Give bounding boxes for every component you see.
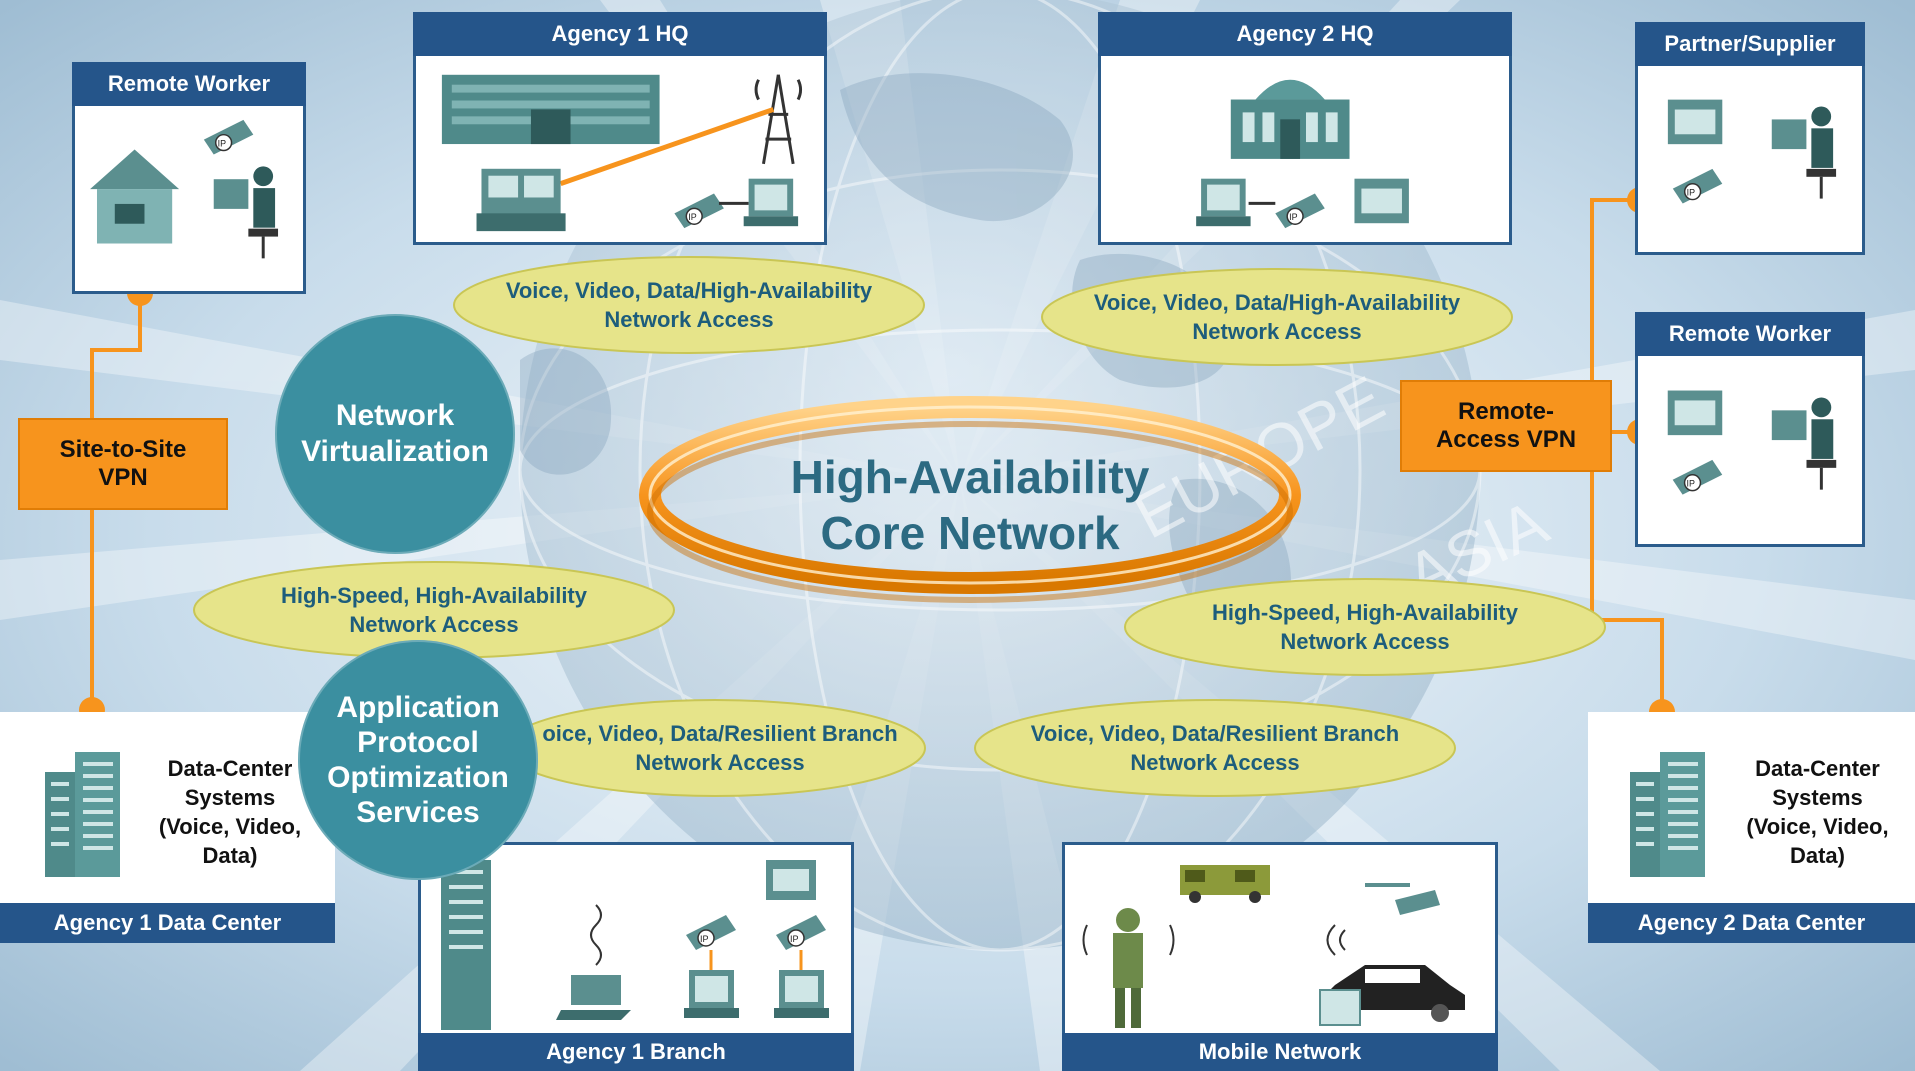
- mobile-network-panel: Mobile Network: [1062, 842, 1498, 1071]
- site-to-site-vpn-box: Site-to-Site VPN: [18, 418, 228, 510]
- ip-phone-icon: IP: [203, 119, 254, 155]
- agency1-branch-title: Agency 1 Branch: [418, 1033, 854, 1071]
- remote-access-vpn-box: Remote- Access VPN: [1400, 380, 1612, 472]
- ip-phone-icon: IP: [1275, 193, 1325, 229]
- cell-tower-icon: [754, 74, 803, 165]
- access-label-highspeed-left: High-Speed, High-Availability Network Ac…: [281, 583, 587, 637]
- agency1-dc-building-icon: [45, 752, 120, 877]
- worker-at-computer-icon: [1771, 397, 1837, 490]
- house-icon: [90, 149, 180, 244]
- core-network-label: High-Availability Core Network: [790, 451, 1150, 559]
- ip-phone-icon: IP: [686, 915, 736, 950]
- network-virtualization-circle: Network Virtualization: [275, 314, 515, 554]
- agency2-hq-panel: Agency 2 HQ IP: [1098, 12, 1512, 245]
- agency2-hq-title: Agency 2 HQ: [1098, 12, 1512, 56]
- app-optimization-circle: Application Protocol Optimization Servic…: [298, 640, 538, 880]
- remote-worker-right-title: Remote Worker: [1635, 312, 1865, 356]
- tower-building-icon: [441, 860, 491, 1030]
- mobile-network-illustration: [1082, 865, 1465, 1028]
- access-label-highspeed-right: High-Speed, High-Availability Network Ac…: [1212, 600, 1518, 654]
- remote-worker-right-illustration: IP: [1667, 390, 1837, 495]
- worker-at-computer-icon: [213, 166, 279, 259]
- agency2-hq-illustration: IP: [1196, 79, 1409, 229]
- agency1-hq-illustration: IP: [441, 74, 803, 232]
- server-icon: [1354, 178, 1409, 224]
- svg-text:IP: IP: [1687, 479, 1695, 489]
- ip-phone-icon: IP: [1672, 168, 1723, 204]
- partner-supplier-illustration: IP: [1667, 99, 1837, 204]
- agency1-hq-panel: Agency 1 HQ: [413, 12, 827, 245]
- svg-text:IP: IP: [700, 934, 709, 944]
- server-icon: [1667, 99, 1723, 145]
- agency2-dc-title: Agency 2 Data Center: [1588, 903, 1915, 943]
- ip-phone-icon: IP: [674, 193, 724, 229]
- remote-worker-right-panel: Remote Worker IP: [1635, 312, 1865, 547]
- access-label-agency1-hq: Voice, Video, Data/High-Availability Net…: [505, 278, 873, 332]
- wireless-laptop-icon: [556, 904, 631, 1020]
- soldier-with-radio-icon: [1082, 908, 1175, 1028]
- ip-phone-icon: IP: [776, 915, 826, 950]
- building-icon: [441, 74, 660, 145]
- remote-worker-left-title: Remote Worker: [72, 62, 306, 106]
- control-console-icon: [476, 168, 566, 232]
- agency2-dc-systems-text: Data-Center Systems (Voice, Video, Data): [1746, 756, 1889, 868]
- ip-phone-icon: IP: [1672, 459, 1723, 495]
- agency1-branch-panel: IP IP Agency 1 Branch: [418, 842, 854, 1071]
- agency1-dc-systems-text: Data-Center Systems (Voice, Video, Data): [158, 756, 302, 868]
- svg-text:IP: IP: [1687, 188, 1695, 198]
- server-icon: [766, 860, 816, 900]
- agency1-dc-title: Agency 1 Data Center: [0, 903, 335, 943]
- access-label-branch-right: Voice, Video, Data/Resilient Branch Netw…: [1030, 721, 1400, 775]
- partner-supplier-panel: Partner/Supplier IP: [1635, 22, 1865, 255]
- remote-worker-left-illustration: IP: [90, 119, 279, 259]
- computer-icon: [743, 178, 799, 227]
- partner-supplier-title: Partner/Supplier: [1635, 22, 1865, 66]
- surveillance-camera-icon: [1326, 883, 1440, 956]
- computer-icon: [684, 970, 739, 1018]
- access-label-agency2-hq: Voice, Video, Data/High-Availability Net…: [1093, 290, 1461, 344]
- command-vehicle-icon: [1180, 865, 1270, 903]
- agency1-branch-illustration: IP IP: [441, 860, 829, 1030]
- computer-icon: [1196, 178, 1251, 227]
- capitol-building-icon: [1230, 79, 1350, 159]
- agency1-hq-title: Agency 1 HQ: [413, 12, 827, 56]
- agency2-dc-building-icon: [1630, 752, 1705, 877]
- svg-text:IP: IP: [688, 212, 696, 222]
- svg-text:IP: IP: [218, 139, 226, 149]
- access-label-branch-left: oice, Video, Data/Resilient Branch Netwo…: [542, 721, 898, 775]
- remote-worker-left-panel: Remote Worker IP: [72, 62, 306, 294]
- svg-text:IP: IP: [790, 934, 799, 944]
- svg-text:IP: IP: [1289, 212, 1297, 222]
- worker-at-computer-icon: [1771, 106, 1837, 199]
- police-car-icon: [1319, 965, 1465, 1026]
- mobile-network-title: Mobile Network: [1062, 1033, 1498, 1071]
- server-icon: [1667, 390, 1723, 436]
- computer-icon: [774, 970, 829, 1018]
